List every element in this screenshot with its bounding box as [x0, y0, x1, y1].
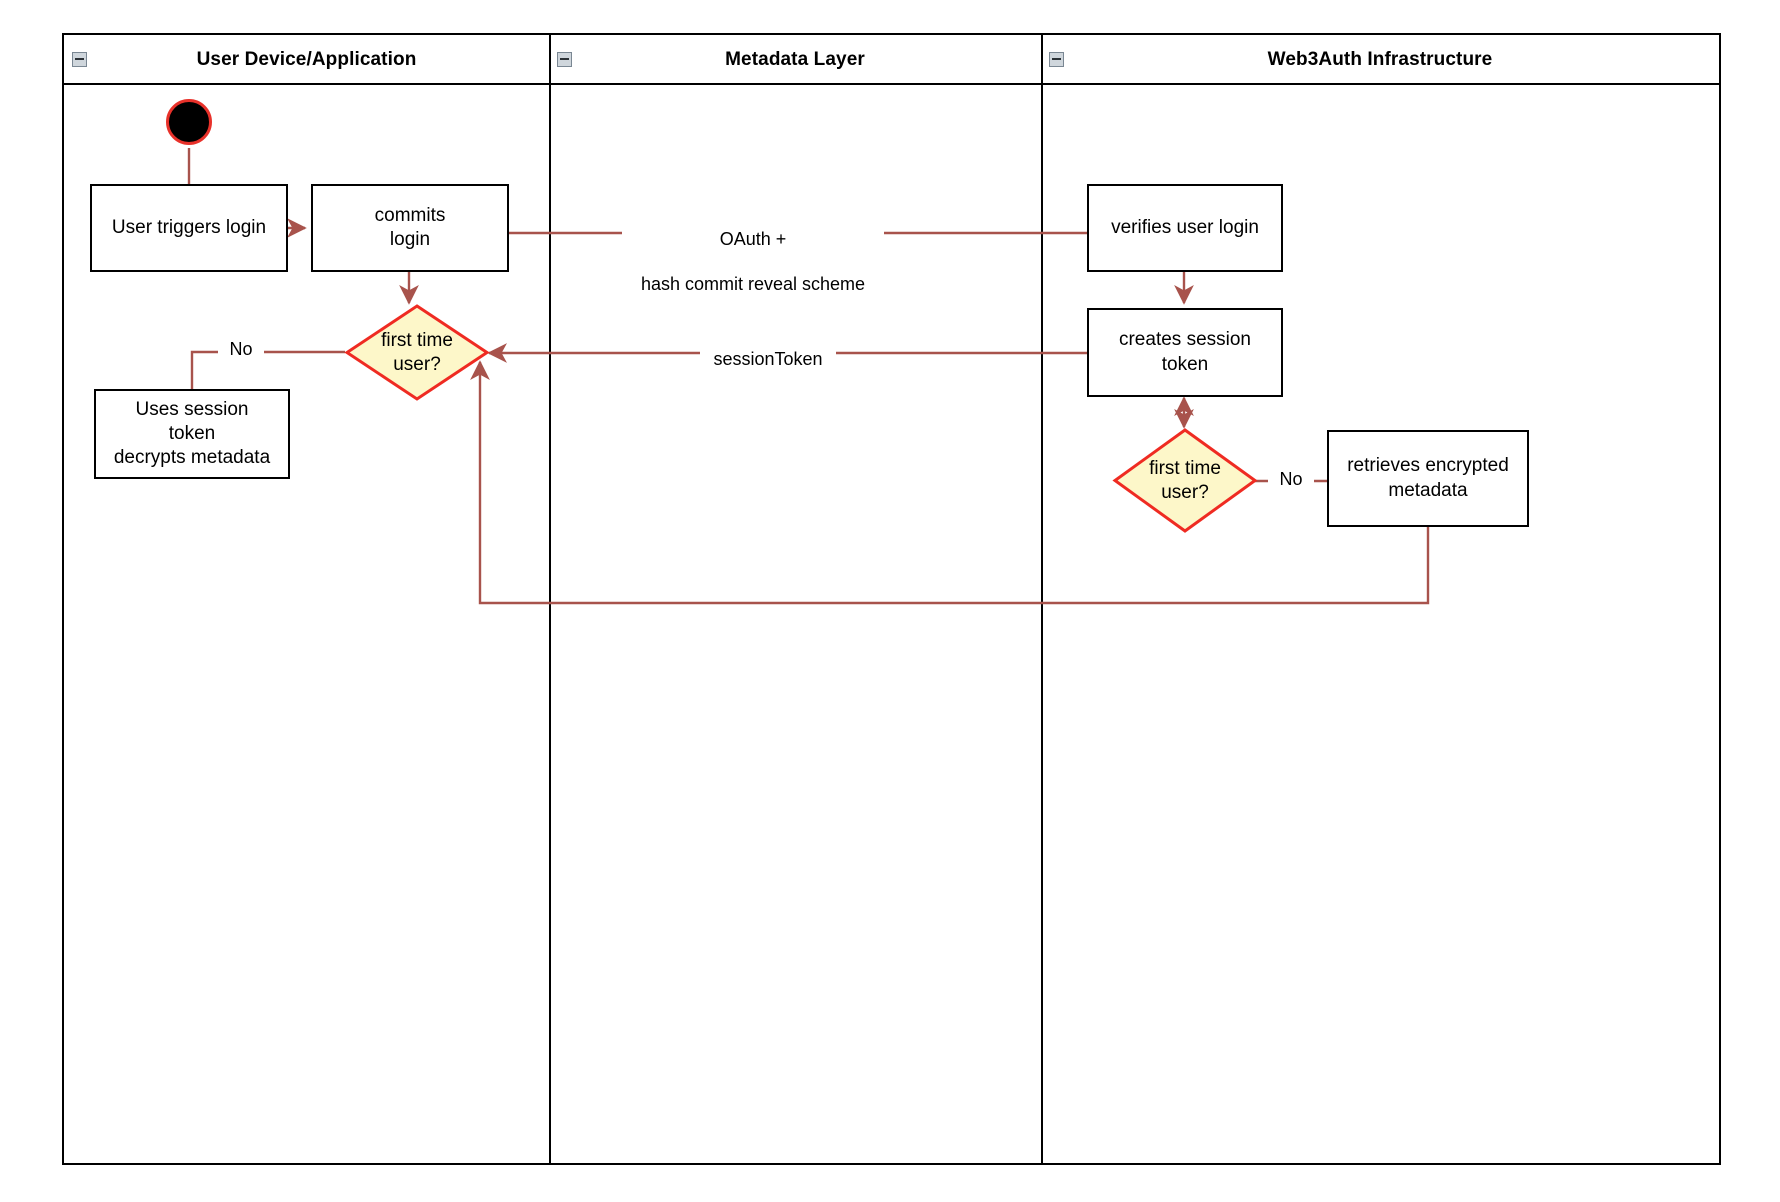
lane-title-metadata-layer: Metadata Layer [725, 49, 865, 70]
edge-label-oauth: OAuth + hash commit reveal scheme [622, 205, 884, 295]
lane-header-row [64, 35, 1719, 85]
collapse-minus-icon-user-device[interactable] [72, 52, 87, 67]
collapse-minus-icon-web3auth[interactable] [1049, 52, 1064, 67]
decision-first-time-user-client[interactable]: first time user? [344, 304, 490, 401]
activity-retrieves-encrypted-metadata[interactable]: retrieves encrypted metadata [1327, 430, 1529, 527]
initial-node-start[interactable] [166, 99, 212, 145]
lane-title-web3auth: Web3Auth Infrastructure [1267, 49, 1493, 70]
edge-label-no-left: No [218, 338, 264, 361]
lane-divider-1 [549, 35, 551, 1163]
collapse-minus-icon-metadata-layer[interactable] [557, 52, 572, 67]
lane-title-user-device: User Device/Application [196, 49, 417, 70]
lane-divider-2 [1041, 35, 1043, 1163]
activity-user-triggers-login[interactable]: User triggers login [90, 184, 288, 272]
edge-label-session-token: sessionToken [700, 348, 836, 371]
edge-label-no-right: No [1268, 468, 1314, 491]
edge-label-oauth-line2: hash commit reveal scheme [640, 273, 866, 294]
activity-uses-session-token[interactable]: Uses session token decrypts metadata [94, 389, 290, 479]
decision-first-time-user-server[interactable]: first time user? [1112, 428, 1258, 533]
activity-verifies-user-login[interactable]: verifies user login [1087, 184, 1283, 272]
decision-shape [1112, 428, 1258, 533]
decision-shape [344, 304, 490, 401]
activity-commits-login[interactable]: commits login [311, 184, 509, 272]
edge-label-oauth-line1: OAuth + [719, 228, 787, 249]
activity-creates-session-token[interactable]: creates session token [1087, 308, 1283, 397]
